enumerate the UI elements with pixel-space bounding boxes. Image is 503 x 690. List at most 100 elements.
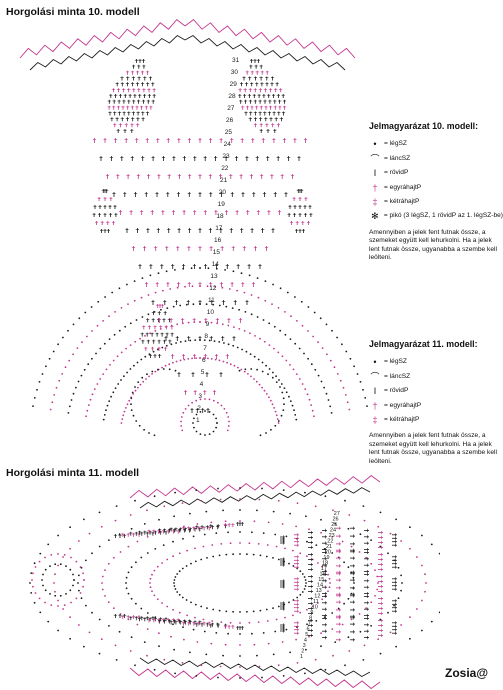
chain-dot bbox=[136, 540, 139, 543]
chain-dot bbox=[331, 612, 334, 614]
chain-dot bbox=[96, 324, 99, 327]
row-number: 31 bbox=[232, 57, 240, 64]
chain-dot bbox=[84, 311, 87, 314]
chain-dot bbox=[115, 659, 118, 661]
chain-dot bbox=[175, 360, 178, 363]
chain-dot bbox=[57, 599, 59, 602]
chain-dot bbox=[95, 352, 97, 355]
crochet-chart-10: 3130292827262524232221201918171615141312… bbox=[19, 18, 368, 437]
chain-dot bbox=[78, 624, 80, 626]
chain-dot bbox=[158, 518, 160, 521]
chain-dot bbox=[101, 582, 103, 584]
chain-dot bbox=[257, 543, 260, 545]
chain-dot bbox=[288, 395, 290, 398]
chain-dot bbox=[149, 586, 152, 589]
chain-dot bbox=[233, 326, 235, 328]
chain-dot bbox=[321, 565, 324, 568]
chain-dot bbox=[397, 566, 400, 569]
chain-dot bbox=[144, 355, 147, 358]
chain-dot bbox=[148, 375, 150, 378]
chain-dot bbox=[324, 668, 327, 671]
chain-dot bbox=[215, 532, 218, 534]
chain-dot bbox=[248, 621, 251, 624]
chain-dot bbox=[331, 536, 334, 538]
chain-dot bbox=[284, 547, 286, 550]
chain-dot bbox=[258, 498, 261, 501]
chain-dot bbox=[306, 540, 308, 543]
chain-dot bbox=[273, 347, 275, 350]
chain-dot bbox=[278, 379, 280, 381]
zigzag-edge bbox=[129, 667, 381, 690]
row-number: 22 bbox=[221, 165, 229, 172]
chain-dot bbox=[91, 330, 93, 332]
chain-dot bbox=[259, 609, 262, 612]
chain-dot bbox=[374, 595, 376, 597]
chain-dot bbox=[308, 398, 311, 401]
chain-dot bbox=[251, 531, 253, 534]
chain-dot bbox=[196, 523, 199, 525]
chain-dot bbox=[135, 561, 137, 564]
chain-dot bbox=[112, 359, 115, 362]
chain-dot bbox=[184, 408, 187, 410]
chain-dot bbox=[146, 628, 149, 630]
chain-dot bbox=[199, 321, 201, 323]
chain-dot bbox=[263, 389, 266, 392]
chain-dot bbox=[62, 336, 64, 339]
legend-10-note: Amennyiben a jelek fent futnak össze, a … bbox=[369, 228, 497, 262]
chain-dot bbox=[102, 320, 104, 322]
chain-dot bbox=[97, 300, 100, 303]
chain-dot bbox=[180, 425, 183, 427]
chain-dot bbox=[259, 434, 262, 437]
chain-dot bbox=[185, 303, 188, 306]
chain-dot bbox=[296, 596, 299, 599]
chain-dot bbox=[304, 388, 307, 390]
chain-dot bbox=[370, 539, 372, 541]
chain-dot bbox=[208, 411, 211, 413]
row-number: 9 bbox=[310, 610, 313, 616]
chain-dot bbox=[257, 358, 260, 361]
chain-dot bbox=[81, 341, 83, 344]
chain-dot bbox=[271, 376, 274, 379]
chain-dot bbox=[78, 540, 80, 542]
chain-dot bbox=[200, 558, 203, 561]
chain-dot bbox=[206, 607, 208, 609]
chain-dot bbox=[137, 386, 139, 389]
row-number: 18 bbox=[216, 213, 224, 220]
chain-dot bbox=[57, 564, 59, 567]
chain-dot bbox=[83, 579, 85, 581]
chain-dot bbox=[44, 556, 46, 559]
chain-dot bbox=[224, 643, 227, 646]
chain-dot bbox=[400, 624, 402, 626]
chain-dot bbox=[363, 519, 366, 522]
chain-dot bbox=[116, 355, 119, 358]
chain-dot bbox=[294, 342, 297, 345]
slip-stitch-icon: ⌒ bbox=[370, 153, 380, 164]
chain-dot bbox=[285, 628, 288, 631]
chain-dot bbox=[323, 616, 326, 618]
chain-dot bbox=[220, 404, 223, 407]
chain-dot bbox=[120, 307, 123, 309]
chain-dot bbox=[124, 325, 127, 328]
chain-dot bbox=[203, 630, 206, 633]
chain-dot bbox=[165, 270, 168, 273]
chain-dot bbox=[334, 523, 337, 525]
chain-dot bbox=[265, 432, 267, 434]
chain-dot bbox=[32, 572, 34, 575]
chain-dot bbox=[69, 568, 72, 571]
chain-dot bbox=[113, 607, 115, 610]
chain-dot bbox=[207, 267, 210, 270]
chain-dot bbox=[249, 353, 252, 355]
double-crochet-icon: † bbox=[372, 400, 378, 411]
row-number: 27 bbox=[334, 511, 340, 517]
chain-dot bbox=[274, 533, 277, 536]
chain-dot bbox=[225, 553, 228, 556]
chain-dot bbox=[54, 590, 56, 593]
chain-dot bbox=[68, 405, 71, 408]
chain-dot bbox=[320, 645, 322, 648]
chain-dot bbox=[212, 555, 215, 558]
chain-dot bbox=[195, 413, 198, 416]
chain-dot bbox=[86, 335, 88, 338]
chain-dot bbox=[421, 534, 423, 537]
chain-dot bbox=[277, 307, 280, 309]
chain-dot bbox=[212, 413, 215, 416]
